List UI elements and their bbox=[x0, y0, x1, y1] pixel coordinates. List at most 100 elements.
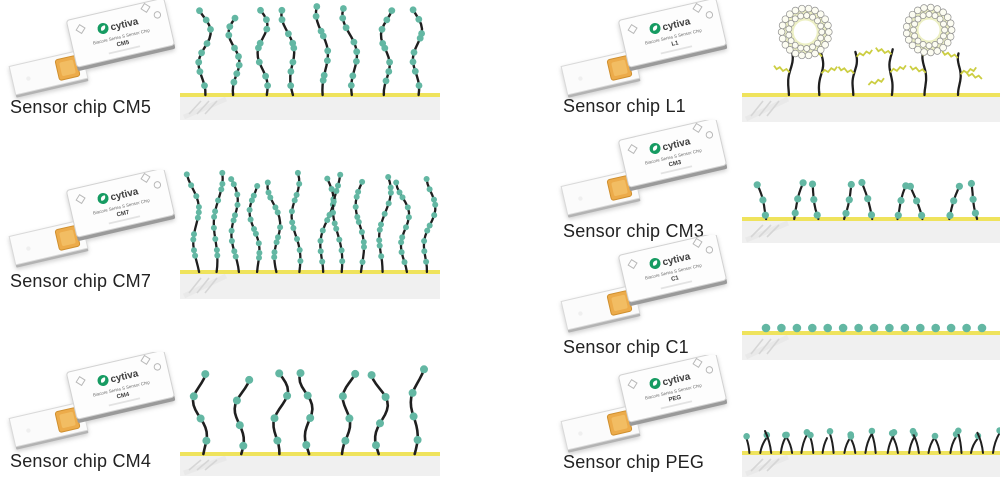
lipophilic-tail bbox=[855, 49, 873, 58]
carboxyl-dot bbox=[409, 6, 417, 14]
carboxyl-dot bbox=[378, 253, 385, 260]
carboxyl-dot bbox=[399, 234, 406, 241]
chip-code-text: CM5 bbox=[116, 40, 130, 49]
carboxyl-dot bbox=[256, 254, 262, 261]
chip-cassette-body bbox=[618, 353, 727, 423]
carboxyl-dot bbox=[378, 25, 386, 33]
carboxyl-dot bbox=[212, 208, 219, 215]
carboxyl-dot bbox=[376, 226, 383, 233]
carboxyl-dot bbox=[376, 237, 383, 244]
chip-marking-icon bbox=[75, 193, 86, 205]
carboxyl-dot bbox=[381, 210, 388, 217]
carboxyl-dot bbox=[251, 226, 257, 232]
carboxyl-dot bbox=[950, 197, 958, 205]
carboxyl-dot bbox=[195, 204, 202, 210]
carboxyl-dot bbox=[201, 370, 210, 379]
carboxyl-dot bbox=[338, 247, 345, 254]
carboxyl-dot bbox=[962, 323, 971, 333]
carboxyl-dot bbox=[194, 214, 201, 221]
carboxyl-dot bbox=[918, 211, 926, 219]
carboxyl-dot bbox=[387, 189, 394, 196]
carboxyl-dot bbox=[349, 72, 357, 80]
carboxyl-dot bbox=[398, 249, 405, 256]
carboxyl-dot bbox=[255, 240, 262, 247]
carboxyl-dot bbox=[794, 195, 802, 203]
peg-chain bbox=[912, 432, 920, 454]
carboxyl-dot bbox=[231, 14, 239, 22]
carboxyl-dot bbox=[350, 38, 358, 46]
carboxyl-dot bbox=[338, 392, 347, 401]
carboxyl-dot bbox=[838, 323, 848, 333]
peg-chain bbox=[800, 433, 808, 454]
surface-diagram-svg bbox=[180, 365, 440, 476]
carboxyl-dot bbox=[293, 191, 300, 198]
carboxyl-dot bbox=[341, 436, 350, 445]
carboxyl-dot bbox=[207, 26, 214, 33]
carboxyl-dot bbox=[296, 180, 303, 187]
carboxyl-dot bbox=[239, 441, 248, 450]
carboxyl-dot bbox=[228, 176, 235, 183]
lipophilic-tail bbox=[965, 71, 983, 80]
carboxyl-dot bbox=[913, 197, 921, 205]
lipophilic-tail bbox=[941, 50, 959, 59]
surface-diagram-svg bbox=[742, 178, 1000, 243]
surface-diagram-svg bbox=[180, 169, 440, 299]
carboxyl-dot bbox=[328, 186, 335, 192]
carboxyl-dot bbox=[387, 184, 394, 191]
lipophilic-tail bbox=[837, 66, 855, 75]
carboxyl-dot bbox=[847, 433, 855, 440]
carboxyl-dot bbox=[294, 236, 300, 242]
carboxyl-dot bbox=[359, 178, 366, 185]
carboxyl-dot bbox=[330, 198, 337, 205]
carboxyl-dot bbox=[213, 247, 220, 253]
carboxyl-dot bbox=[317, 27, 325, 35]
carboxyl-dot bbox=[330, 209, 336, 216]
carboxyl-dot bbox=[264, 82, 271, 89]
anchor-chain bbox=[888, 48, 894, 97]
chip-marking-icon bbox=[705, 11, 714, 19]
carboxyl-dot bbox=[379, 40, 387, 47]
carboxyl-dot bbox=[219, 169, 226, 176]
carboxyl-dot bbox=[424, 227, 431, 234]
carboxyl-dot bbox=[823, 323, 832, 333]
peg-chain bbox=[829, 432, 835, 454]
carboxyl-dot bbox=[313, 3, 321, 10]
carboxyl-dot bbox=[885, 323, 894, 333]
chip-marking-icon bbox=[692, 2, 703, 13]
chip-marking-icon bbox=[627, 23, 638, 35]
carboxyl-dot bbox=[262, 72, 269, 80]
carboxyl-dot bbox=[420, 365, 428, 374]
carboxyl-dot bbox=[271, 254, 278, 261]
carboxyl-dot bbox=[333, 188, 340, 194]
chip-cassette-body bbox=[618, 0, 727, 68]
surface-illustration-peg bbox=[742, 400, 1000, 477]
carboxyl-dot bbox=[340, 5, 347, 12]
carboxyl-dot bbox=[955, 182, 963, 190]
chip-cassette-body bbox=[66, 0, 175, 68]
carboxyl-dot bbox=[858, 178, 866, 187]
chip-label-cm4: Sensor chip CM4 bbox=[10, 451, 152, 471]
carboxyl-dot bbox=[189, 392, 198, 401]
chip-marking-icon bbox=[705, 246, 714, 254]
dextran-chain bbox=[370, 373, 390, 456]
carboxyl-dot bbox=[263, 16, 270, 24]
carboxyl-dot bbox=[320, 71, 328, 79]
carboxyl-dot bbox=[287, 82, 295, 89]
carboxyl-dot bbox=[352, 203, 359, 210]
carboxyl-dot bbox=[842, 209, 850, 217]
carboxyl-dot bbox=[383, 16, 391, 24]
carboxyl-dot bbox=[761, 211, 769, 219]
surface-illustration-c1 bbox=[742, 295, 1000, 380]
carboxyl-dot bbox=[257, 6, 264, 14]
anchor-chain bbox=[956, 52, 962, 97]
carboxyl-dot bbox=[317, 237, 324, 244]
carboxyl-dot bbox=[211, 213, 218, 220]
peg-chain bbox=[908, 435, 916, 454]
surface-illustration-cm7 bbox=[180, 160, 440, 305]
carboxyl-dot bbox=[845, 196, 853, 204]
carboxyl-dot bbox=[231, 248, 238, 255]
peg-chain bbox=[891, 434, 899, 454]
chip-marking-icon bbox=[153, 363, 162, 371]
